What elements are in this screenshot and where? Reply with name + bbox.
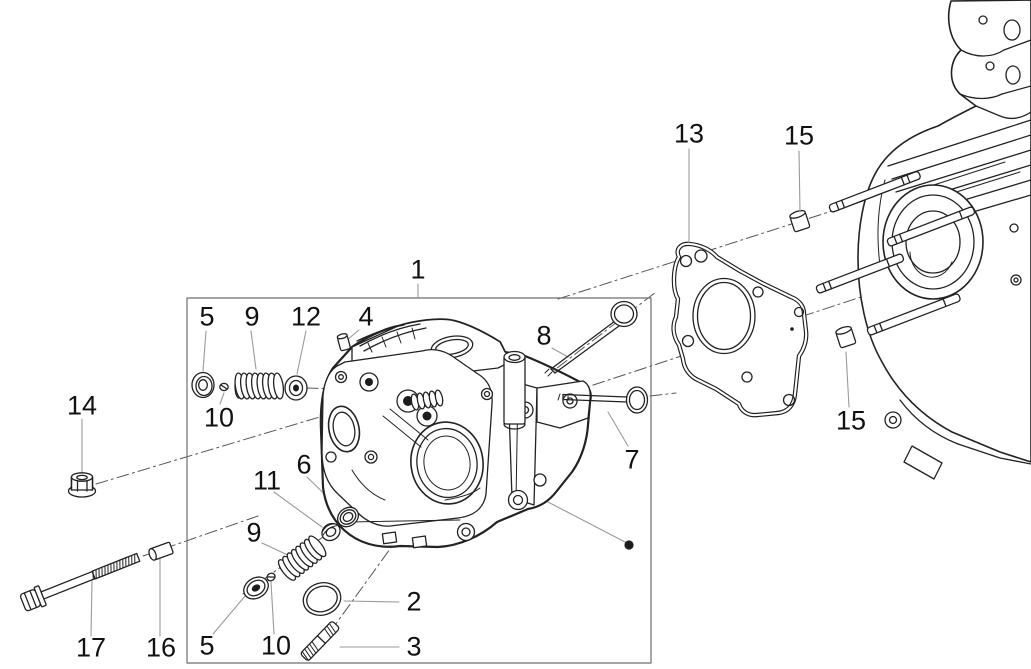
- flange-nut: [67, 472, 97, 498]
- head-fins: [356, 323, 427, 353]
- parts-group-frame: [186, 297, 652, 664]
- callout-10a: 10: [203, 402, 235, 433]
- valve-stem-seal-top: [284, 375, 308, 401]
- callout-3: 3: [406, 631, 422, 662]
- installed-valve-spring: [410, 389, 444, 411]
- callout-9b: 9: [246, 517, 262, 548]
- spring-seat-top: [191, 371, 215, 399]
- o-ring: [302, 582, 342, 616]
- spacer-bushing: [148, 541, 174, 561]
- callout-7: 7: [624, 444, 640, 475]
- dowel-bushing-top: [789, 209, 811, 233]
- valve-cotters-bottom: [266, 572, 276, 582]
- dowel-pin-top: [336, 333, 351, 352]
- crankcase-upper-bracket: [959, 15, 1031, 120]
- callout-8: 8: [536, 320, 552, 351]
- cylinder-studs: [815, 171, 976, 336]
- callout-1: 1: [410, 254, 426, 285]
- stud: [300, 621, 340, 661]
- head-gasket: [671, 241, 809, 418]
- valve-spring-bottom: [277, 535, 327, 581]
- callout-6: 6: [296, 449, 312, 480]
- flange-bolt: [19, 552, 141, 612]
- callout-9a: 9: [244, 301, 260, 332]
- spark-plug-tube: [503, 350, 526, 430]
- callout-15a: 15: [783, 120, 815, 151]
- callout-16: 16: [145, 632, 177, 663]
- valve-cotters-top: [219, 382, 229, 392]
- dowel-bushing-bottom: [835, 325, 857, 349]
- callout-4: 4: [358, 301, 374, 332]
- callout-2: 2: [406, 586, 422, 617]
- valve-spring-top: [234, 372, 285, 400]
- callout-5a: 5: [199, 301, 215, 332]
- reference-dot: [624, 540, 634, 550]
- callout-17: 17: [75, 632, 107, 663]
- intake-valve: [544, 300, 638, 377]
- leader-lines: [81, 148, 850, 648]
- callout-15b: 15: [835, 405, 867, 436]
- callout-11: 11: [252, 465, 282, 496]
- valve-stem-seal-bottom: [321, 522, 341, 542]
- exhaust-valve: [557, 386, 649, 414]
- washer-6: [336, 506, 360, 528]
- callout-13: 13: [673, 118, 705, 149]
- cylinder-head: [319, 318, 592, 549]
- spring-seat-bottom: [243, 576, 269, 600]
- callout-12: 12: [290, 301, 322, 332]
- callout-5b: 5: [199, 630, 215, 661]
- crankcase: [815, 0, 1031, 480]
- callout-14: 14: [66, 390, 98, 421]
- callout-10b: 10: [260, 630, 292, 661]
